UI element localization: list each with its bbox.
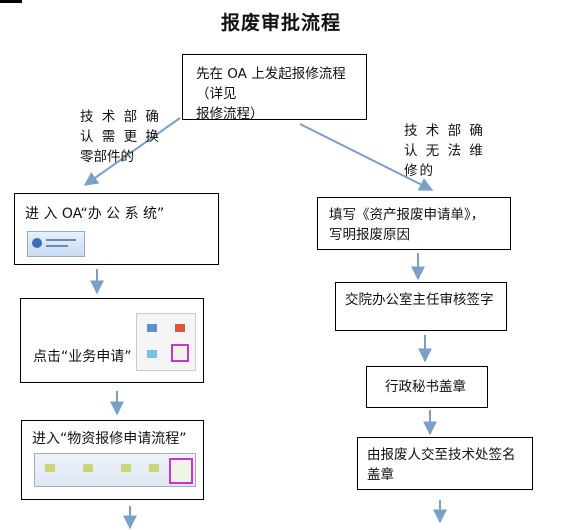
right-step-1-line-1: 填写《资产报废申请单》， bbox=[329, 207, 485, 223]
corner-mark bbox=[0, 0, 22, 3]
oa-logo-icon bbox=[32, 238, 42, 248]
arrow-start-to-left bbox=[83, 117, 181, 186]
left-step-3-text: 进入“物资报修申请流程” bbox=[32, 431, 187, 447]
right-step-4-box: 由报废人交至技术处签名 盖章 bbox=[357, 437, 533, 490]
start-box: 先在 OA 上发起报修流程（详见 报修流程） bbox=[182, 54, 367, 122]
page-title: 报废审批流程 bbox=[220, 12, 341, 34]
right-step-1-line-2: 写明报废原因 bbox=[329, 227, 410, 243]
left-step-2-text: 点击“业务申请” bbox=[33, 349, 132, 365]
right-step-2-text: 交院办公室主任审核签字 bbox=[345, 292, 494, 308]
right-step-4-line-1: 由报废人交至技术处签名 bbox=[367, 447, 516, 463]
arrow-start-to-right bbox=[299, 123, 434, 191]
start-line-2: 报修流程） bbox=[196, 106, 264, 122]
business-apply-highlight bbox=[171, 344, 189, 362]
right-step-3-box: 行政秘书盖章 bbox=[366, 366, 488, 408]
start-line-1: 先在 OA 上发起报修流程（详见 bbox=[196, 66, 346, 102]
left-step-3-box: 进入“物资报修申请流程” bbox=[21, 420, 204, 500]
right-branch-label: 技 术 部 确 认 无 法 维 修的 bbox=[404, 123, 485, 179]
material-repair-highlight bbox=[169, 458, 193, 484]
right-step-4-line-2: 盖章 bbox=[367, 467, 394, 483]
right-step-3-text: 行政秘书盖章 bbox=[385, 379, 466, 395]
material-repair-thumbnail bbox=[34, 453, 196, 487]
left-step-1-box: 进 入 OA“办 公 系 统” bbox=[14, 193, 219, 265]
oa-logo-thumbnail bbox=[27, 231, 85, 257]
left-branch-label: 技 术 部 确 认 需 更 换 零部件的 bbox=[80, 109, 161, 165]
business-apply-thumbnail bbox=[136, 313, 196, 371]
right-step-2-box: 交院办公室主任审核签字 bbox=[335, 282, 507, 331]
right-step-1-box: 填写《资产报废申请单》， 写明报废原因 bbox=[317, 197, 511, 250]
left-step-2-box: 点击“业务申请” bbox=[20, 298, 204, 383]
left-step-1-text: 进 入 OA“办 公 系 统” bbox=[25, 206, 165, 222]
